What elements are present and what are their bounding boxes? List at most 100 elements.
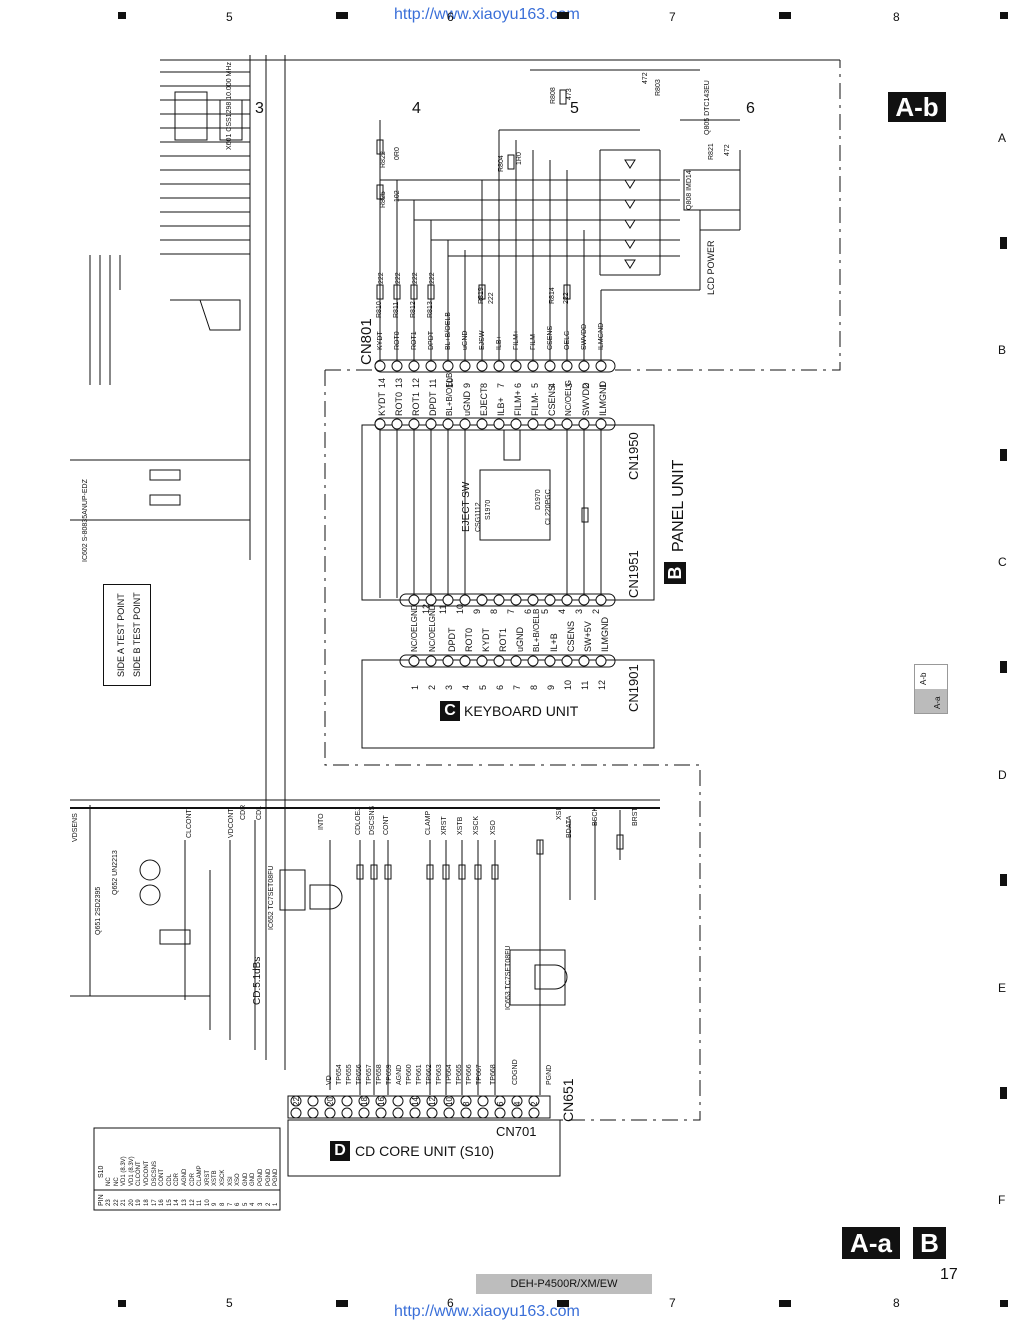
signal-label: KYDT	[377, 391, 387, 416]
signal-label: SWVDD	[581, 382, 591, 417]
cn801-top-label: CSENS	[547, 325, 554, 350]
pin-table-cell-signal: VD1 (8.3V)	[128, 1156, 135, 1186]
resistor-ref: R811	[393, 301, 400, 318]
pin-number: 9	[472, 608, 482, 614]
pin-table-cell-signal: XSCK	[220, 1169, 226, 1186]
panel-unit-letter: B	[664, 562, 686, 584]
connector-label-cn1901: CN1901	[626, 664, 641, 712]
registration-mark	[1000, 874, 1007, 886]
row-letter: B	[998, 343, 1007, 357]
pin-table-cell-signal: VDCONT	[144, 1160, 150, 1186]
section-tag-b: B	[913, 1227, 946, 1259]
column-number: 8	[893, 10, 900, 24]
signal-label: ROT0	[394, 391, 404, 416]
test-point-legend: SIDE A TEST POINT SIDE B TEST POINT	[103, 584, 151, 686]
test-point-legend-a: SIDE A TEST POINT	[116, 593, 126, 677]
pin-table-cell-signal: CDR	[174, 1173, 181, 1186]
resistor-ref: R814	[549, 287, 556, 304]
row-letter: D	[998, 768, 1007, 782]
pin-number: 14	[377, 377, 387, 388]
column-number: 7	[669, 10, 676, 24]
signal-label: CDL	[256, 805, 263, 820]
resistor-ref: R821	[708, 143, 715, 160]
signal-label: NC/OELGND	[428, 604, 437, 652]
signal-label: CDLOEJ	[355, 807, 362, 835]
pin-table-cell-signal: XSI	[227, 1176, 234, 1186]
registration-mark	[1000, 661, 1007, 673]
pin-number: 12	[428, 1097, 437, 1106]
pin-table-cell-signal: PGND	[258, 1168, 264, 1186]
pin-table-cell-signal: PGND	[273, 1168, 280, 1186]
registration-mark	[336, 12, 348, 19]
pin-number: 6	[513, 382, 523, 388]
connector-label-cn701: CN701	[496, 1124, 537, 1139]
signal-label: TP658	[376, 1064, 383, 1085]
pin-table-cell-signal: XSO	[235, 1173, 242, 1186]
pin-table-cell-pin: 23	[106, 1199, 112, 1206]
signal-label: CDGND	[512, 1059, 519, 1085]
footer-url[interactable]: http://www.xiaoyu163.com	[394, 1303, 580, 1320]
pin-number: 12	[597, 679, 607, 690]
registration-mark	[1000, 1300, 1008, 1307]
component-label-d1970: D1970	[535, 489, 542, 510]
cn801-top-label: FILM+	[513, 329, 520, 350]
registration-mark	[1000, 237, 1007, 249]
column-number: 6	[447, 10, 454, 24]
resistor-value: 473	[566, 88, 573, 100]
signal-label: TP661	[416, 1064, 423, 1085]
cn801-top-label: FILM-	[530, 331, 537, 350]
pin-table-cell-signal: VD1 (8.3V)	[121, 1156, 128, 1186]
registration-mark	[1000, 12, 1008, 19]
resistor-value: 472	[642, 72, 649, 84]
signal-label: VDCONT	[228, 808, 235, 838]
side-index-tab: A-b A-a	[914, 664, 948, 714]
pin-number: 7	[506, 608, 516, 614]
pin-table-cell-signal: CLCONT	[136, 1161, 143, 1186]
component-label-ejectsw: EJECT SW	[461, 481, 472, 532]
signal-label: TP657	[366, 1064, 373, 1085]
pin-table-cell-pin: 21	[121, 1199, 128, 1206]
zone-label: 3	[255, 100, 264, 117]
signal-label: TP659	[386, 1064, 393, 1085]
cn801-top-label: ILMGND	[598, 322, 605, 350]
signal-label: IL+B	[549, 633, 559, 652]
pin-table-cell-signal: GND	[242, 1172, 249, 1186]
resistor-ref: R822	[380, 151, 387, 168]
cn801-top-label: KYDT	[377, 331, 384, 350]
signal-label: TP664	[446, 1064, 453, 1085]
column-number: 8	[893, 1296, 900, 1310]
registration-mark	[557, 1300, 569, 1307]
signal-label: TP668	[490, 1064, 497, 1085]
pin-table-cell-signal: CDR	[189, 1173, 196, 1186]
signal-label: FILM+	[513, 390, 523, 416]
pin-number: 6	[495, 684, 505, 690]
signal-label: XRST	[441, 816, 448, 835]
resistor-value: 222	[378, 272, 385, 284]
signal-label: ILMGND	[598, 380, 608, 416]
column-number: 7	[669, 1296, 676, 1310]
signal-label: BDATA	[566, 815, 573, 838]
component-label-ejectsw-part: CSG1112	[475, 502, 482, 532]
header-url[interactable]: http://www.xiaoyu163.com	[394, 6, 580, 23]
pin-number: 11	[580, 680, 590, 690]
signal-label: TP665	[456, 1064, 463, 1085]
resistor-value: 222	[395, 272, 402, 284]
cn801-top-label: uGND	[462, 330, 469, 350]
signal-label: ILMGND	[600, 616, 610, 652]
resistor-value: 222	[488, 292, 495, 304]
pin-number: 9	[462, 382, 472, 388]
pin-number: 8	[462, 1101, 471, 1106]
cn801-top-label: OELG	[564, 330, 571, 350]
pin-number: 5	[530, 382, 540, 388]
row-letter: E	[998, 981, 1007, 995]
component-label-s1970: S1970	[485, 499, 492, 520]
resistor-value: 0R0	[394, 147, 401, 160]
signal-label: uGND	[462, 390, 472, 416]
registration-mark	[118, 12, 126, 19]
pin-table-cell-pin: 14	[174, 1199, 181, 1206]
pin-table-cell-pin: 16	[159, 1199, 166, 1206]
signal-label: XSO	[490, 820, 497, 835]
component-label-x601: X601 CSS1298 10.000 MHz	[226, 62, 233, 150]
